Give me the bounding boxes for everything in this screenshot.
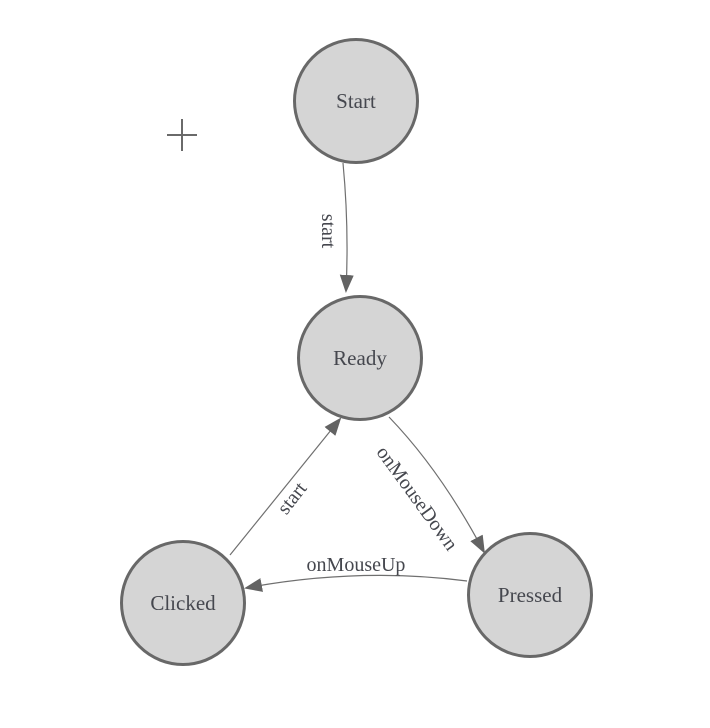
state-circle[interactable]	[467, 532, 593, 658]
transition-label: onMouseUp	[307, 554, 406, 576]
transition-ready-to-pressed[interactable]: onMouseDown	[372, 416, 485, 555]
state-node-ready[interactable]: Ready	[297, 295, 423, 421]
state-label: Clicked	[150, 591, 216, 615]
crosshair-icon	[167, 119, 197, 151]
state-circle[interactable]	[297, 295, 423, 421]
state-node-start[interactable]: Start	[293, 38, 419, 164]
transition-label: start	[273, 478, 312, 519]
state-label: Ready	[333, 346, 387, 370]
state-circle[interactable]	[120, 540, 246, 666]
state-node-clicked[interactable]: Clicked	[120, 540, 246, 666]
state-label: Pressed	[498, 583, 563, 607]
transition-pressed-to-clicked[interactable]: onMouseUp	[244, 554, 468, 592]
transition-clicked-to-ready[interactable]: start	[229, 417, 342, 556]
transition-line[interactable]	[229, 417, 342, 556]
transition-line[interactable]	[244, 574, 468, 592]
state-label: Start	[336, 89, 376, 113]
transition-line[interactable]	[339, 162, 354, 293]
transition-start-to-ready[interactable]: start	[317, 162, 354, 293]
transition-line[interactable]	[388, 416, 485, 554]
state-circle[interactable]	[293, 38, 419, 164]
transition-label: onMouseDown	[372, 442, 462, 555]
state-node-pressed[interactable]: Pressed	[467, 532, 593, 658]
transition-label: start	[317, 214, 339, 249]
